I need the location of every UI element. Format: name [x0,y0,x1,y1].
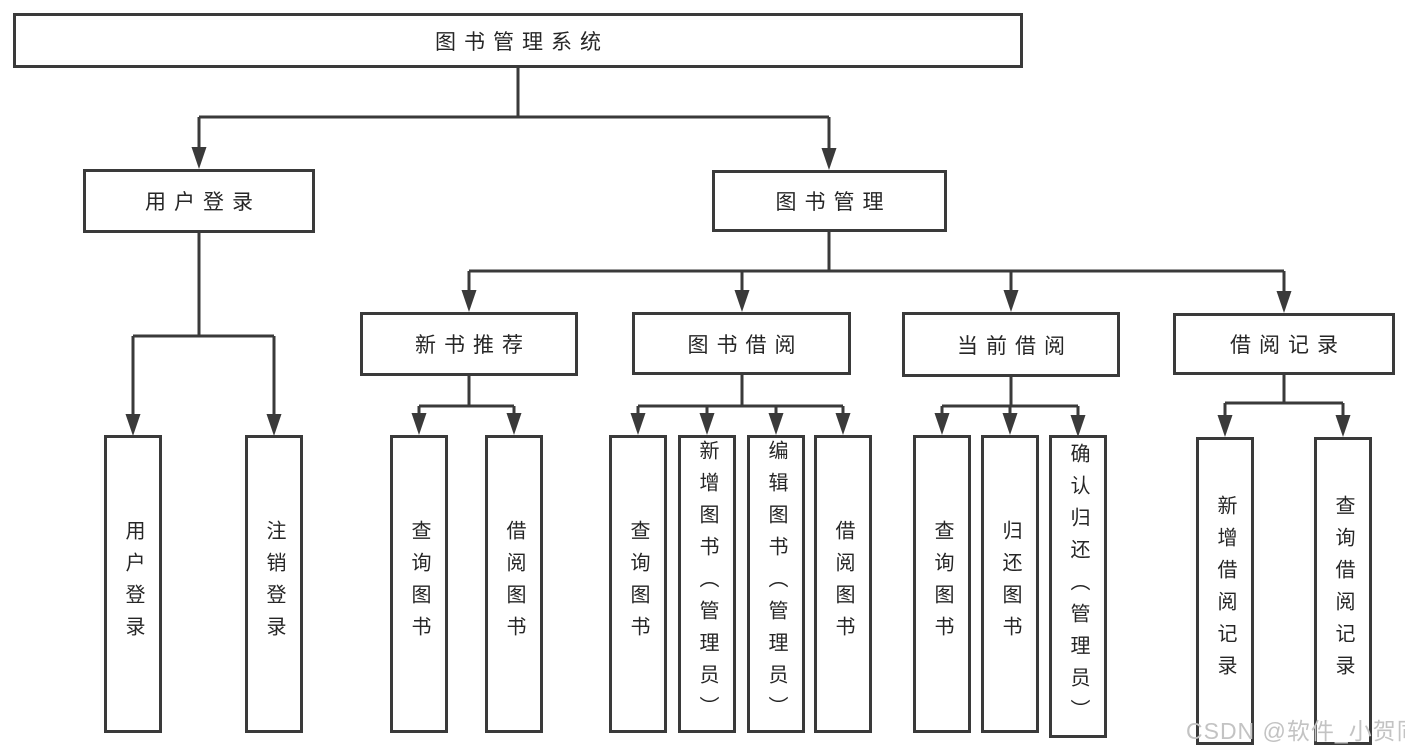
leaf-logout: 注销登录 [245,435,303,733]
node-root: 图书管理系统 [13,13,1023,68]
connector-new-books-subtree [411,376,522,435]
node-borrow-records: 借阅记录 [1173,313,1395,375]
leaf-return-books-label: 归还图书 [999,520,1021,648]
leaf-query-books-2-label: 查询图书 [627,520,649,648]
leaf-add-borrow-record-label: 新增借阅记录 [1214,495,1236,687]
leaf-logout-label: 注销登录 [263,520,285,648]
leaf-confirm-return-admin-label: 确认归还（管理员） [1067,442,1089,731]
leaf-borrow-books-1: 借阅图书 [485,435,543,733]
node-root-label: 图书管理系统 [435,30,609,54]
leaf-add-borrow-record: 新增借阅记录 [1196,437,1254,745]
leaf-query-borrow-record-label: 查询借阅记录 [1332,495,1354,687]
connector-user-login-subtree [125,233,282,436]
node-new-books-label: 新书推荐 [415,334,531,357]
leaf-user-login-label: 用户登录 [122,520,144,648]
leaf-edit-books-admin: 编辑图书（管理员） [747,435,805,733]
node-book-borrow-label: 图书借阅 [687,333,804,357]
node-book-borrow: 图书借阅 [632,312,851,375]
connector-book-borrow-subtree [630,375,851,435]
leaf-borrow-books-1-label: 借阅图书 [503,520,525,648]
leaf-add-books-admin-label: 新增图书（管理员） [696,440,718,728]
leaf-query-books-2: 查询图书 [609,435,667,733]
connector-current-borrow-subtree [934,377,1086,437]
node-current-borrow: 当前借阅 [902,312,1120,377]
node-borrow-records-label: 借阅记录 [1230,334,1346,357]
leaf-add-books-admin: 新增图书（管理员） [678,435,736,733]
node-user-login-label: 用户登录 [145,191,261,214]
leaf-query-books-1: 查询图书 [390,435,448,733]
leaf-query-books-3: 查询图书 [913,435,971,733]
leaf-query-books-3-label: 查询图书 [931,520,953,648]
connector-borrow-records-subtree [1217,375,1351,437]
leaf-borrow-books-2-label: 借阅图书 [832,520,854,648]
node-new-books: 新书推荐 [360,312,578,376]
node-book-mgmt: 图书管理 [712,170,947,232]
leaf-query-borrow-record: 查询借阅记录 [1314,437,1372,745]
node-user-login: 用户登录 [83,169,315,233]
leaf-edit-books-admin-label: 编辑图书（管理员） [765,440,787,728]
leaf-return-books: 归还图书 [981,435,1039,733]
connector-root-to-level2 [191,68,837,170]
leaf-borrow-books-2: 借阅图书 [814,435,872,733]
leaf-query-books-1-label: 查询图书 [408,520,430,648]
node-book-mgmt-label: 图书管理 [775,191,892,214]
csdn-watermark: CSDN @软件_小贺同学 [1186,718,1405,744]
node-current-borrow-label: 当前借阅 [957,334,1073,358]
connector-book-mgmt-subtree [461,232,1292,313]
leaf-user-login: 用户登录 [104,435,162,733]
leaf-confirm-return-admin: 确认归还（管理员） [1049,435,1107,738]
